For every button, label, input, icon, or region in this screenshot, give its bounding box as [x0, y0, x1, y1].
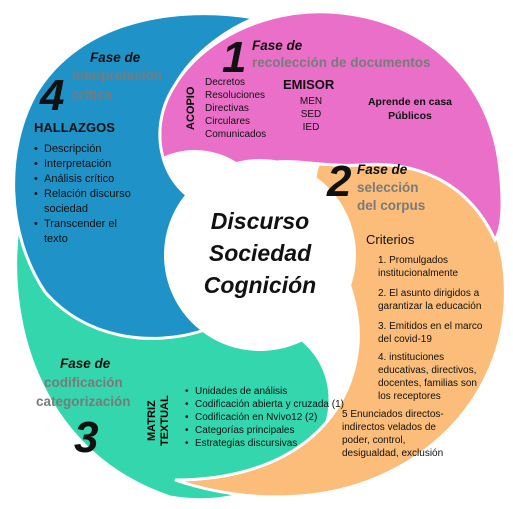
phase2-subtitle-line1: selección	[357, 180, 419, 195]
phase3-matriz-label: MATRIZ TEXTUAL	[146, 395, 172, 446]
center-circle	[164, 159, 356, 351]
emisor-item-men: MEN	[299, 96, 323, 107]
phase4-item-descripcion: Descripción	[34, 142, 134, 157]
hallazgos-title: HALLAZGOS	[34, 120, 115, 135]
criterio-3: 3. Emitidos en el marco del covid-19	[378, 321, 483, 345]
audience-aprende-en-casa: Aprende en casa	[367, 96, 453, 108]
phase4-subtitle-line2: crítica	[72, 87, 112, 102]
center-line-cognicion: Cognición	[203, 272, 317, 298]
phase3-item-estrategias: Estrategias discursivas	[185, 437, 344, 450]
phase1-item-comunicados: Comunicados	[205, 129, 267, 140]
phase4-item-interpretacion: Interpretación	[34, 157, 134, 172]
phase4-item-transcender: Transcender el texto	[34, 217, 134, 247]
center-core-text: Discurso Sociedad Cognición	[180, 205, 340, 301]
phase1-emisor-title: EMISOR	[283, 77, 335, 92]
phase4-region	[12, 12, 261, 340]
phase1-acopio-label: ACOPIO	[185, 86, 197, 130]
phase3-item-codificacion-nvivo: Codificación en Nvivo12 (2)	[185, 411, 344, 424]
emisor-item-sed: SED	[300, 109, 322, 120]
audience-publicos: Públicos	[388, 110, 432, 122]
phase1-subtitle: recolección de documentos	[252, 55, 431, 70]
phase3-fase-label: Fase de	[60, 356, 111, 371]
phase1-number: 1	[222, 33, 247, 82]
phase3-number: 3	[74, 413, 99, 462]
phase4-item-analisis: Análisis crítico	[34, 172, 134, 187]
phase1-document-list: Decretos Resoluciones Directivas Circula…	[205, 76, 266, 141]
phase1-item-directivas: Directivas	[205, 103, 249, 114]
phase4-number: 4	[40, 71, 65, 120]
phase2-subtitle-line2: del corpus	[357, 198, 426, 213]
phase4-fase-label: Fase de	[90, 50, 141, 65]
phase4-item-relacion: Relación discurso sociedad	[34, 187, 134, 217]
phase3-item-list: Unidades de análisis Codificación abiert…	[185, 385, 344, 450]
textual-word: TEXTUAL	[159, 395, 171, 446]
phase2-fase-label: Fase de	[357, 162, 408, 177]
center-line-sociedad: Sociedad	[208, 240, 312, 266]
phase1-item-decretos: Decretos	[205, 77, 246, 88]
phase3-item-codificacion-abierta: Codificación abierta y cruzada (1)	[185, 398, 344, 411]
center-line-discurso: Discurso	[210, 208, 310, 234]
phase3-item-categorias: Categorías principales	[185, 424, 344, 437]
criterio-4: 4. instituciones educativas, directivos,…	[378, 352, 477, 402]
phase3-subtitle-line1: codificación	[44, 375, 123, 390]
criterio-5: 5 Enunciados directos-indirectos velados…	[342, 409, 444, 459]
phase1-item-resoluciones: Resoluciones	[205, 90, 266, 101]
phase3-subtitle-line2: categorización	[36, 394, 131, 409]
matriz-word: MATRIZ	[146, 400, 158, 441]
criterio-2: 2. El asunto dirigidos a garantizar la e…	[378, 288, 482, 312]
phase2-number: 2	[327, 157, 352, 206]
criterios-title: Criterios	[366, 232, 415, 247]
phase3-item-unidades: Unidades de análisis	[185, 385, 344, 398]
phase1-fase-label: Fase de	[252, 38, 303, 53]
criterio-1: 1. Promulgados institucionalmente	[378, 255, 459, 279]
emisor-item-ied: IED	[302, 122, 320, 133]
phase4-subtitle-line1: interpretación	[72, 68, 163, 83]
phase1-emisor-list: MEN SED IED	[296, 95, 326, 134]
phase1-audience: Aprende en casa Públicos	[360, 95, 460, 123]
phase1-item-circulares: Circulares	[205, 116, 251, 127]
phase4-item-list: Descripción Interpretación Análisis crít…	[34, 142, 134, 247]
